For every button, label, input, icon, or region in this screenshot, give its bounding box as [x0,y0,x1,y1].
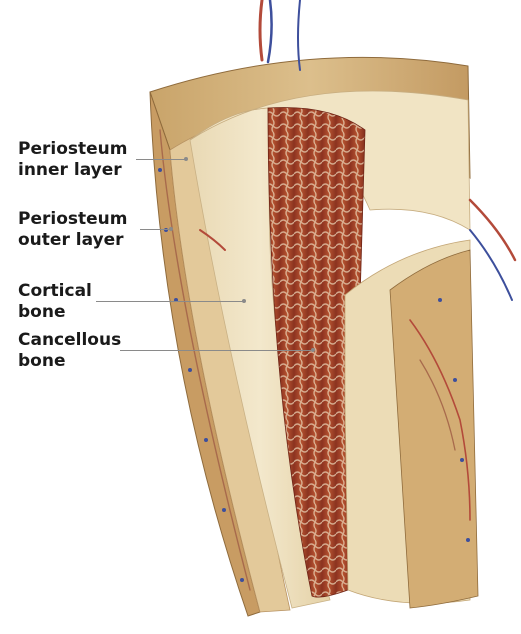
leader-cortical [96,301,244,302]
label-cortical-line2: bone [18,302,92,323]
label-cortical-bone: Cortical bone [18,281,92,323]
leader-dot-periosteum-inner [184,157,188,161]
label-periosteum-outer-line1: Periosteum [18,209,127,230]
label-periosteum-outer-line2: outer layer [18,230,127,251]
label-cortical-line1: Cortical [18,281,92,302]
leader-periosteum-outer [140,229,171,230]
label-periosteum-inner-layer: Periosteum inner layer [18,139,127,181]
leader-cancellous [120,350,313,351]
label-periosteum-inner-line1: Periosteum [18,139,127,160]
label-periosteum-outer-layer: Periosteum outer layer [18,209,127,251]
label-periosteum-inner-line2: inner layer [18,160,127,181]
leader-dot-periosteum-outer [169,227,173,231]
leader-periosteum-inner [136,159,186,160]
label-cancellous-line1: Cancellous [18,330,121,351]
label-cancellous-bone: Cancellous bone [18,330,121,372]
leader-dot-cancellous [311,348,315,352]
leader-dot-cortical [242,299,246,303]
label-cancellous-line2: bone [18,351,121,372]
